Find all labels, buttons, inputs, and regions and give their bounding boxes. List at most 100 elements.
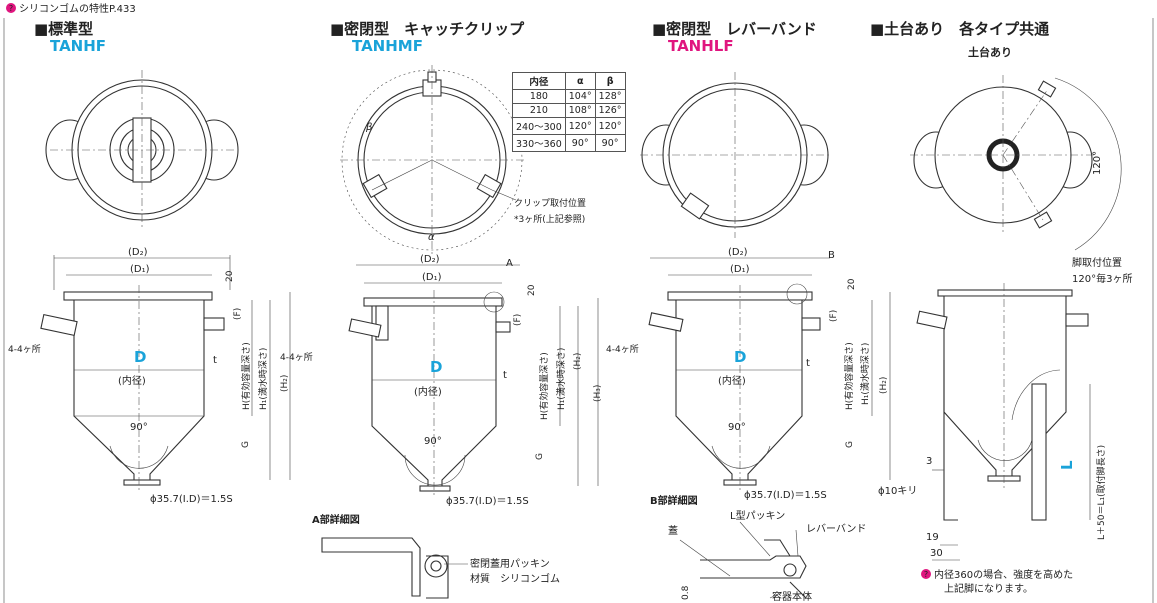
lb-phi: ϕ35.7(I.D)＝1.5S — [744, 490, 827, 501]
catch-clip-title: ■密閉型 キャッチクリップ — [330, 20, 525, 38]
table-cell: 90° — [594, 134, 626, 152]
clip-position-label: クリップ取付位置 — [514, 197, 586, 209]
b-lid-label: 蓋 — [668, 525, 678, 537]
table-cell: 240～300 — [512, 117, 566, 135]
table-cell: 330～360 — [512, 134, 566, 152]
cc-d1: (D₁) — [422, 272, 442, 283]
cc-phi: ϕ35.7(I.D)＝1.5S — [446, 496, 529, 507]
lb-20: 20 — [847, 278, 857, 290]
table-row: 330～360 90° 90° — [512, 134, 626, 152]
cc-20: 20 — [527, 284, 537, 296]
std-d: D — [134, 348, 146, 366]
std-d1: (D₁) — [130, 264, 150, 275]
base-subtitle: 土台あり — [968, 45, 1012, 59]
b-body-label: 容器本体 — [772, 590, 812, 603]
leg-interval-label: 120°毎3ヶ所 — [1072, 272, 1132, 285]
lb-d1: (D₁) — [730, 264, 750, 275]
beta-left: β — [365, 122, 373, 133]
cc-h3: (H₃) — [593, 385, 603, 402]
b-dim-label: 0.8 — [681, 585, 691, 600]
lb-d: D — [734, 348, 746, 366]
angle-table: 内径 α β 180 104° 128° 210 108° 126° 240～3… — [512, 72, 626, 152]
standard-top-view — [45, 70, 239, 230]
cc-h: H(有効容量深さ) — [538, 352, 550, 420]
base-19: 19 — [926, 532, 939, 543]
b-l-packing-label: L型パッキン — [730, 509, 785, 522]
table-cell: 104° — [564, 89, 596, 104]
table-header: β — [594, 72, 626, 90]
lever-band-side-view — [648, 257, 891, 490]
lever-band-title: ■密閉型 レバーバンド — [652, 20, 817, 38]
footnote-icon-glyph: ? — [924, 570, 928, 579]
table-cell: 180 — [512, 89, 566, 104]
table-row: 180 104° 128° — [512, 89, 626, 104]
std-inner: (内径) — [118, 374, 146, 387]
table-cell: 120° — [594, 117, 626, 135]
cc-g: G — [535, 453, 545, 460]
clip-note-label: *3ヶ所(上記参照) — [514, 213, 585, 225]
catch-clip-side-view — [348, 264, 599, 495]
table-header: 内径 — [512, 72, 566, 90]
lb-g: G — [845, 441, 855, 448]
lb-90: 90° — [728, 422, 746, 433]
lb-t: t — [806, 358, 810, 369]
std-h: H(有効容量深さ) — [240, 342, 252, 410]
cc-90: 90° — [424, 436, 442, 447]
base-l: L — [1058, 460, 1076, 470]
lb-4-places: 4-4ヶ所 — [606, 344, 639, 355]
cc-t: t — [503, 370, 507, 381]
std-d2: (D₂) — [128, 247, 148, 258]
lb-d2: (D₂) — [728, 247, 748, 258]
table-cell: 126° — [594, 103, 626, 118]
std-90: 90° — [130, 422, 148, 433]
table-cell: 210 — [512, 103, 566, 118]
cc-mark-a: A — [506, 258, 513, 269]
a-material-label: 材質 シリコンゴム — [470, 572, 560, 585]
std-g: G — [241, 441, 251, 448]
footnote-icon — [921, 569, 931, 579]
a-detail-drawing — [321, 537, 468, 599]
table-cell: 128° — [594, 89, 626, 104]
table-cell: 108° — [564, 103, 596, 118]
standard-code: TANHF — [50, 37, 106, 55]
cc-h1: H₁(満水時深さ) — [555, 348, 567, 410]
base-hole: ϕ10キリ — [878, 486, 917, 497]
base-title: ■土台あり 各タイプ共通 — [870, 20, 1049, 38]
std-h2: (H₂) — [280, 375, 290, 392]
std-h1: H₁(満水時深さ) — [257, 348, 269, 410]
catch-clip-code: TANHMF — [352, 37, 423, 55]
cc-inner: (内径) — [414, 385, 442, 398]
cc-h2: (H₂) — [573, 353, 583, 370]
lb-h2: (H₂) — [879, 377, 889, 394]
table-cell: 90° — [564, 134, 596, 152]
catch-clip-top-view — [340, 65, 524, 255]
header-note[interactable]: シリコンゴムの特性P.433 — [19, 2, 136, 15]
cc-d: D — [430, 358, 442, 376]
lb-inner: (内径) — [718, 374, 746, 387]
std-t: t — [213, 355, 217, 366]
base-30: 30 — [930, 548, 943, 559]
table-header: α — [564, 72, 596, 90]
standard-side-view — [40, 255, 291, 490]
table-cell: 120° — [564, 117, 596, 135]
base-3: 3 — [926, 456, 932, 467]
base-top-view — [910, 75, 1122, 251]
std-4-places: 4-4ヶ所 — [8, 344, 41, 355]
footnote-line1: 内径360の場合、強度を高めた — [934, 568, 1073, 581]
lb-mark-b: B — [828, 250, 835, 261]
cc-d2: (D₂) — [420, 254, 440, 265]
lb-h: H(有効容量深さ) — [843, 342, 855, 410]
cc-f: (F) — [513, 314, 523, 326]
leg-position-label: 脚取付位置 — [1072, 256, 1122, 269]
base-leg-length: L＋50＝L₁(取付脚長さ) — [1096, 445, 1107, 540]
info-icon — [6, 3, 16, 13]
standard-title: ■標準型 — [34, 20, 93, 38]
table-row: 240～300 120° 120° — [512, 117, 626, 135]
cc-4-places: 4-4ヶ所 — [280, 352, 313, 363]
a-packing-label: 密閉蓋用パッキン — [470, 557, 550, 570]
a-detail-title: A部詳細図 — [312, 513, 360, 526]
std-20: 20 — [225, 270, 235, 282]
lever-band-code: TANHLF — [668, 37, 734, 55]
